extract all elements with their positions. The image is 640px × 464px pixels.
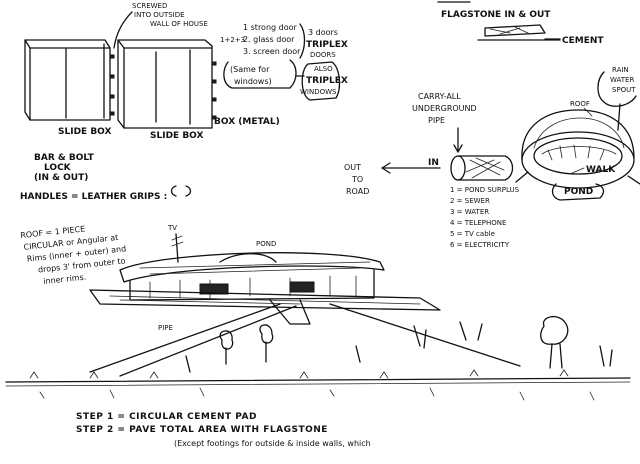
three-doors-2: TRIPLEX [306, 40, 348, 50]
handles-label: HANDLES = LEATHER GRIPS : [20, 192, 167, 202]
box-metal-label: BOX (METAL) [214, 117, 280, 127]
pipe-title-2: UNDERGROUND [412, 104, 477, 113]
lock-line-2: LOCK [44, 163, 72, 173]
flagstone-title: FLAGSTONE IN & OUT [441, 10, 551, 20]
pipe-road: ROAD [346, 187, 369, 196]
lock-line-3: (IN & OUT) [34, 173, 88, 183]
pipe-content-3: 3 = WATER [450, 208, 489, 216]
step-2-note: (Except footings for outside & inside wa… [174, 439, 371, 448]
three-doors-1: 3 doors [308, 28, 338, 37]
door-2: 2. glass door [243, 35, 295, 44]
steps-section: STEP 1 = CIRCULAR CEMENT PAD STEP 2 = PA… [76, 412, 371, 448]
lock-line-1: BAR & BOLT [34, 153, 95, 163]
slide-box-label-2: SLIDE BOX [150, 131, 204, 141]
house-pond-label: POND [256, 240, 276, 248]
also-triplex-1: ALSO [314, 65, 333, 73]
pipe-title-1: CARRY-ALL [418, 92, 461, 101]
windows-note-1: (Same for [230, 65, 270, 74]
pond-label: POND [564, 187, 593, 197]
screw-note: SCREWED INTO OUTSIDE WALL OF HOUSE [113, 2, 208, 49]
door-3: 3. screen door [243, 47, 301, 56]
rain-label-2: WATER [610, 76, 634, 84]
pipe-content-5: 5 = TV cable [450, 230, 495, 238]
step-1: STEP 1 = CIRCULAR CEMENT PAD [76, 412, 257, 422]
slide-box-label-1: SLIDE BOX [58, 127, 112, 137]
lock-section: BAR & BOLT LOCK (IN & OUT) HANDLES = LEA… [20, 153, 192, 202]
screw-note-1: SCREWED [132, 2, 167, 10]
flagstone-section: FLAGSTONE IN & OUT CEMENT [437, 1, 604, 46]
walk-label: WALK [586, 165, 616, 175]
pipe-content-6: 6 = ELECTRICITY [450, 241, 510, 249]
windows-note-2: windows) [234, 77, 272, 86]
pipe-content-1: 1 = POND SURPLUS [450, 186, 520, 194]
pipe-section: CARRY-ALL UNDERGROUND PIPE OUT TO ROAD I… [344, 92, 520, 249]
also-triplex-3: WINDOWS [300, 88, 337, 96]
pipe-to: TO [351, 175, 363, 184]
door-list: 1+2+3 1 strong door 2. glass door 3. scr… [220, 23, 348, 101]
door-1: 1 strong door [243, 23, 298, 32]
pipe-in: IN [428, 158, 439, 168]
screw-note-2: INTO OUTSIDE [134, 11, 185, 19]
pipe-content-2: 2 = SEWER [450, 197, 490, 205]
roof-note-5: inner rims. [43, 273, 87, 286]
slide-box-right: SLIDE BOX BOX (METAL) [117, 39, 280, 141]
tv-label: TV [167, 224, 177, 232]
step-2: STEP 2 = PAVE TOTAL AREA WITH FLAGSTONE [76, 425, 328, 435]
pipe-out: OUT [344, 163, 361, 172]
also-triplex-2: TRIPLEX [306, 76, 348, 86]
slide-box-left: SLIDE BOX [24, 39, 115, 137]
pipe-title-3: PIPE [428, 116, 445, 125]
roof-note: ROOF = 1 PIECE CIRCULAR or Angular at Ri… [20, 224, 127, 286]
three-doors-3: DOORS [310, 51, 336, 59]
pipe-content-4: 4 = TELEPHONE [450, 219, 506, 227]
rain-label-3: SPOUT [612, 86, 636, 94]
rain-label-1: RAIN [612, 66, 629, 74]
door-numbers: 1+2+3 [220, 36, 245, 44]
house-pipe-label: PIPE [158, 324, 173, 332]
pond-roof-sketch: ROOF RAIN WATER SPOUT WALK POND [515, 66, 640, 201]
house-sketch: TV POND PIPE [89, 224, 613, 377]
roof-label: ROOF [570, 100, 590, 108]
ground-line [5, 369, 631, 401]
screw-note-3: WALL OF HOUSE [150, 20, 208, 28]
cement-label: CEMENT [562, 36, 604, 46]
